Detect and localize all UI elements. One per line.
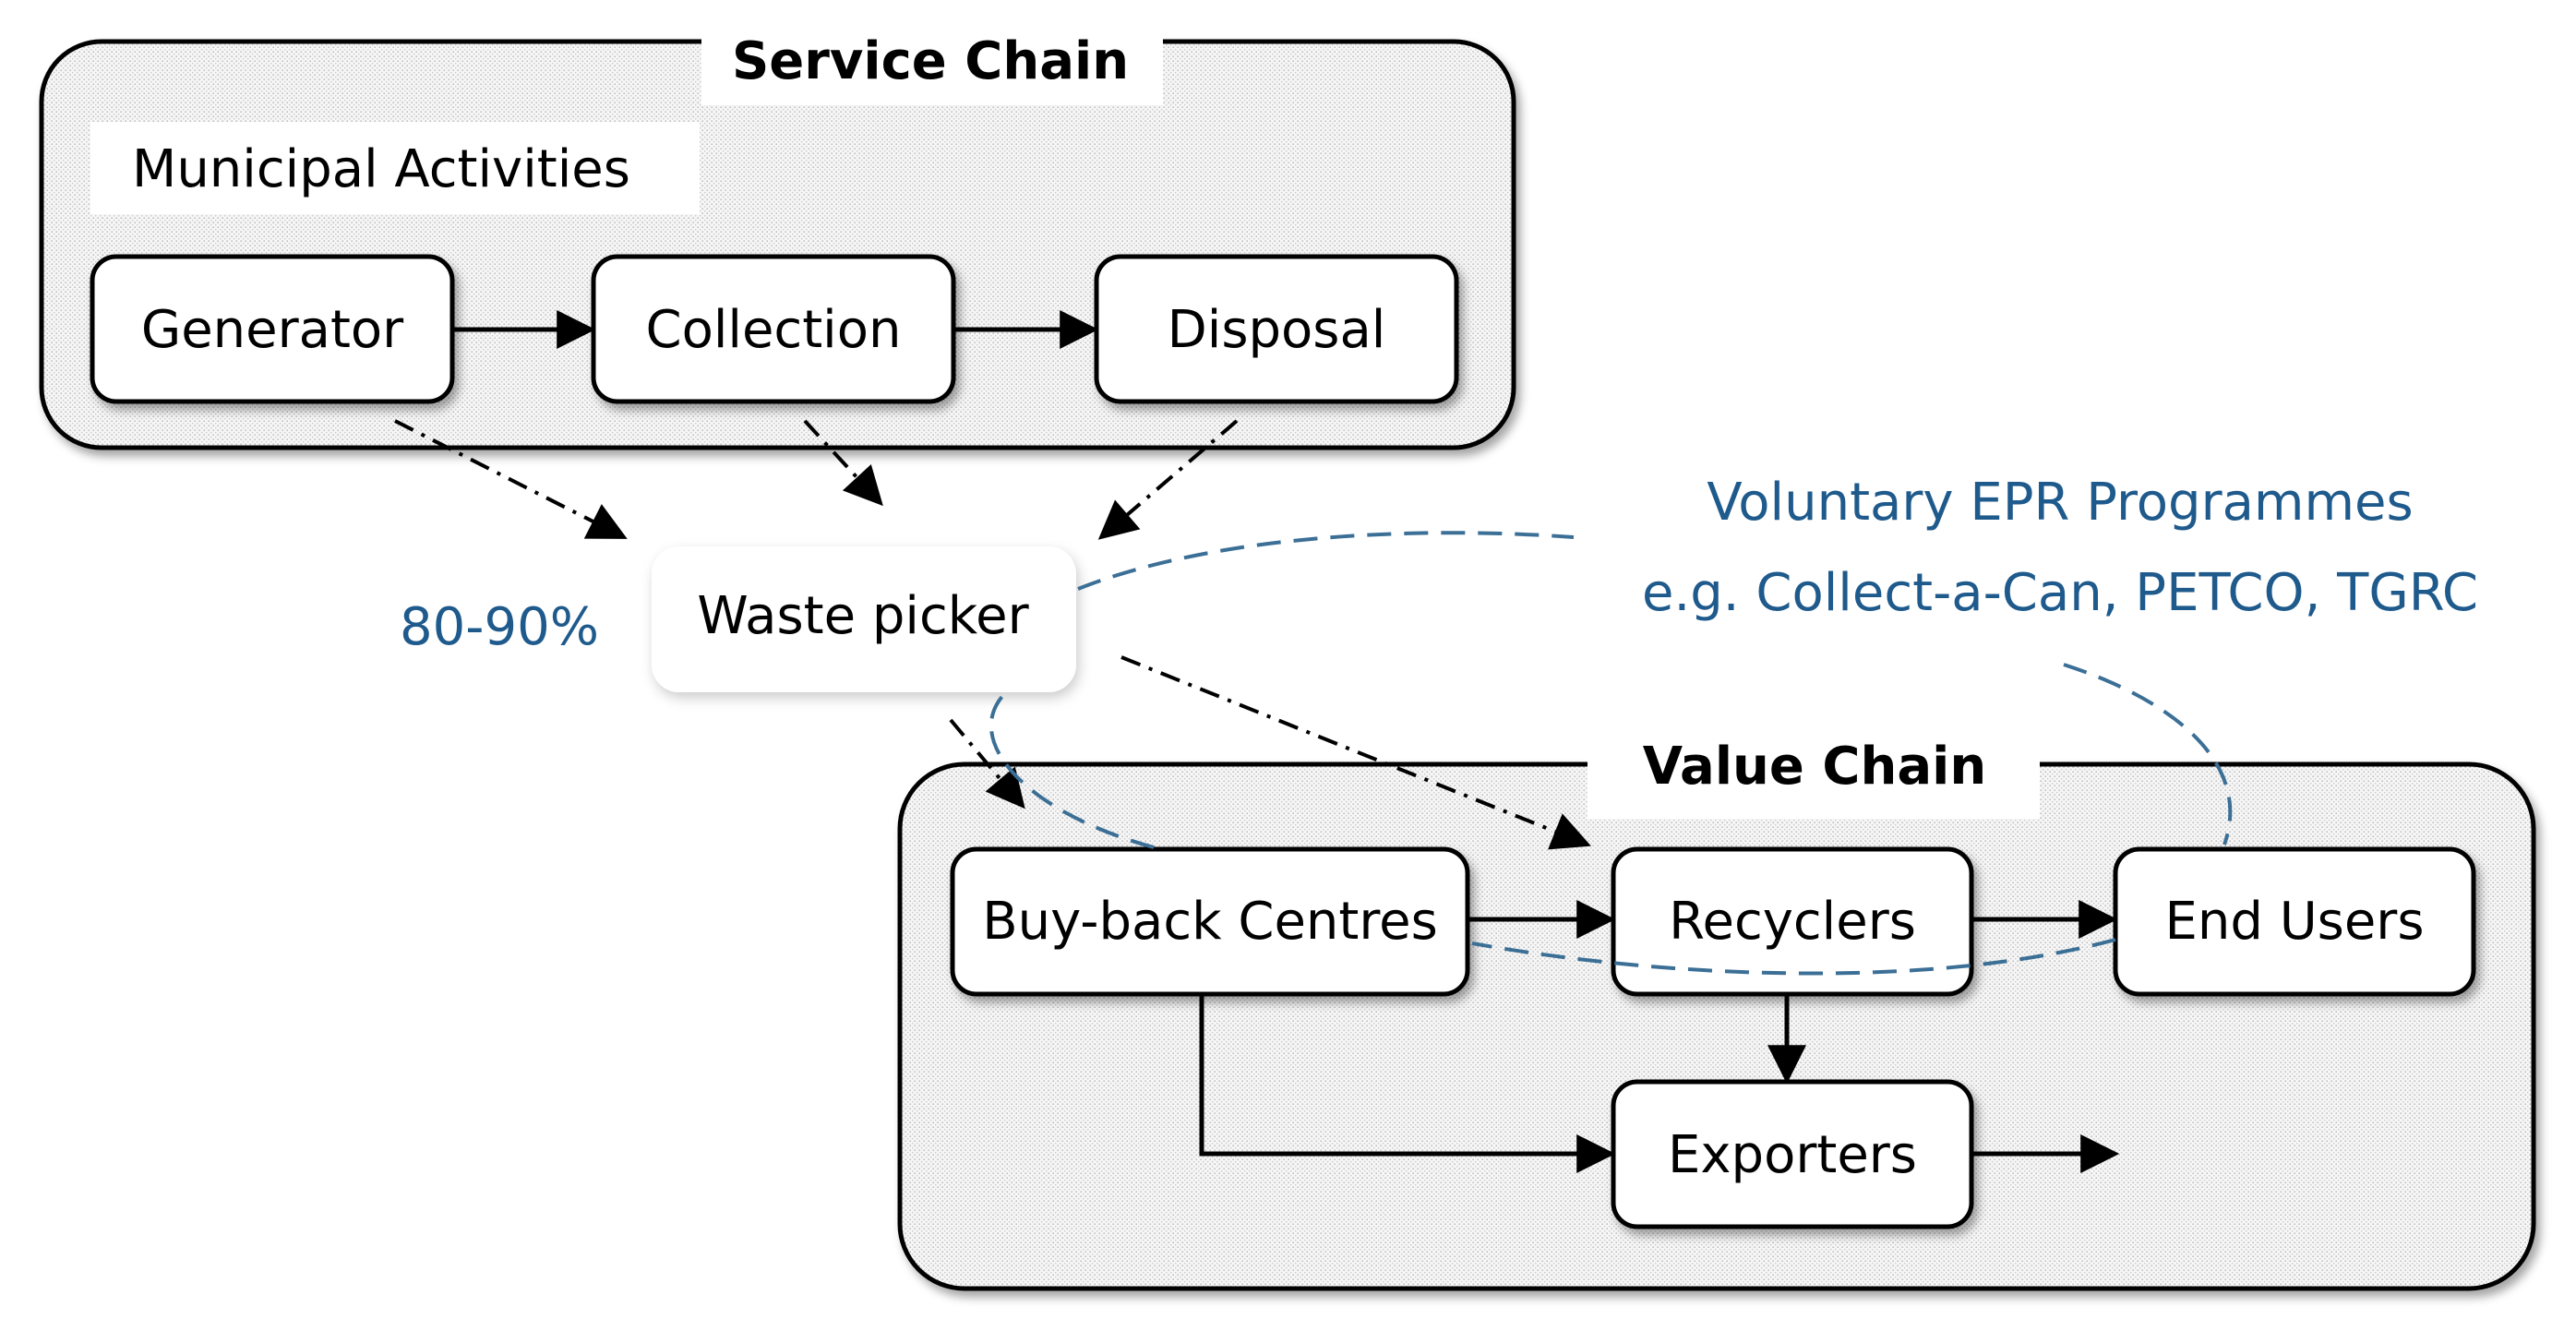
flow-collection-to-waste-picker: [803, 419, 883, 507]
flow-generator-to-waste-picker: [394, 419, 628, 539]
service-chain-group: Service Chain Municipal Activities Gener…: [39, 20, 1516, 450]
collection-label: Collection: [646, 300, 902, 360]
value-chain-title-bg: [1588, 734, 2040, 819]
end-users-label: End Users: [2164, 892, 2424, 952]
collection-node: Collection: [591, 254, 956, 404]
service-chain-title: Service Chain: [732, 31, 1129, 91]
exporters-label: Exporters: [1668, 1125, 1917, 1185]
municipal-activities-bg: [90, 122, 700, 214]
buyback-centres-node: Buy-back Centres: [950, 846, 1470, 997]
buyback-centres-label: Buy-back Centres: [982, 892, 1438, 952]
waste-picker-label: Waste picker: [697, 586, 1029, 646]
waste-picker-share: 80-90%: [400, 597, 599, 657]
flow-waste-picker-to-buyback: [949, 718, 1025, 809]
epr-title: Voluntary EPR Programmes: [1707, 473, 2413, 533]
epr-examples: e.g. Collect-a-Can, PETCO, TGRC: [1642, 563, 2478, 623]
generator-label: Generator: [141, 300, 404, 360]
epr-loop: [988, 531, 2233, 976]
service-chain-title-bg: [701, 20, 1163, 105]
generator-node: Generator: [90, 254, 455, 404]
value-chain-group: Value Chain Buy-back Centres Recyclers E…: [897, 734, 2536, 1291]
recyclers-node: Recyclers: [1611, 846, 1974, 997]
flow-disposal-to-waste-picker: [1097, 419, 1239, 540]
municipal-activities-label: Municipal Activities: [132, 139, 630, 199]
value-chain-title: Value Chain: [1643, 737, 1986, 797]
waste-picker-node: Waste picker: [652, 546, 1076, 692]
end-users-node: End Users: [2113, 846, 2476, 997]
arrow-buyback-to-exporters: [1199, 994, 1616, 1173]
disposal-label: Disposal: [1168, 300, 1386, 360]
exporters-node: Exporters: [1611, 1079, 1974, 1229]
recyclers-label: Recyclers: [1669, 892, 1916, 952]
disposal-node: Disposal: [1094, 254, 1459, 404]
